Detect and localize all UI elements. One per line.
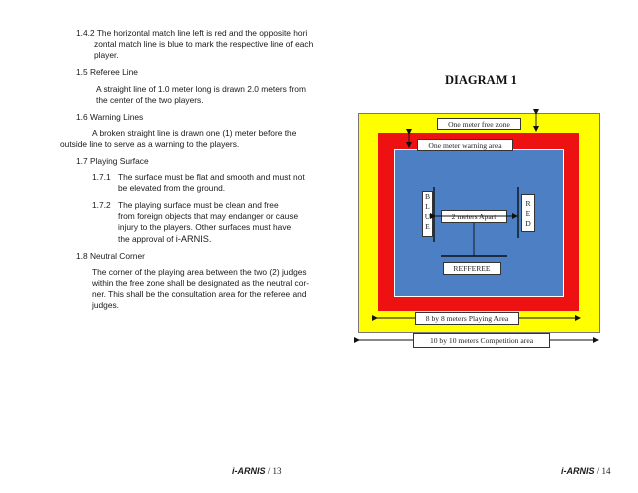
para-1-7-1-line1: The surface must be flat and smooth and … <box>118 172 305 182</box>
right-footer: i-ARNIS / 14 <box>561 466 611 476</box>
heading-1-8: 1.8 Neutral Corner <box>76 251 145 261</box>
red-letter-e: E <box>525 209 531 218</box>
heading-1-5: 1.5 Referee Line <box>76 67 138 77</box>
para-1-7-2-line3: injury to the players. Other surfaces mu… <box>118 222 292 232</box>
right-footer-brand: i-ARNIS <box>561 466 595 476</box>
red-player-label: R E D <box>521 194 535 232</box>
para-1-8-line2: within the free zone shall be designated… <box>92 278 309 288</box>
red-letter-d: D <box>525 219 531 228</box>
left-page: 1.4.2 The horizontal match line left is … <box>60 28 314 476</box>
blue-letter-l: L <box>425 202 430 211</box>
para-1-6-line1: A broken straight line is drawn one (1) … <box>92 128 297 138</box>
left-footer-brand: i-ARNIS <box>232 466 266 476</box>
heading-1-7: 1.7 Playing Surface <box>76 156 149 166</box>
right-footer-page: 14 <box>601 466 611 476</box>
referee-label: REFFEREE <box>443 262 501 275</box>
warning-area-label: One meter warning area <box>417 139 513 151</box>
para-1-7-1-line2: be elevated from the ground. <box>118 183 226 193</box>
red-letter-r: R <box>525 199 531 208</box>
para-1-6-line2: outside line to serve as a warning to th… <box>60 139 240 149</box>
para-1-7-2-line4: the approval of i-ARNIS. <box>118 234 211 245</box>
left-footer-sep: / <box>265 466 273 476</box>
para-1-8-line3: ner. This shall be the consultation area… <box>92 289 307 299</box>
para-1-5-line2: the center of the two players. <box>96 95 204 105</box>
para-1-5-line1: A straight line of 1.0 meter long is dra… <box>96 84 306 94</box>
para-1-7-2-line2: from foreign objects that may endanger o… <box>118 211 299 221</box>
blue-letter-e: E <box>425 222 430 231</box>
para-1-8-line4: judges. <box>92 300 120 310</box>
para-1-4-2-line1: 1.4.2 The horizontal match line left is … <box>76 28 308 38</box>
num-1-7-2: 1.7.2 <box>92 200 111 210</box>
right-footer-sep: / <box>594 466 602 476</box>
para-1-4-2-line2: zontal match line is blue to mark the re… <box>94 39 314 49</box>
diagram-title: DIAGRAM 1 <box>445 73 517 87</box>
competition-area-label: 10 by 10 meters Competition area <box>413 333 550 348</box>
para-1-8-line1: The corner of the playing area between t… <box>92 267 307 277</box>
blue-letter-b: B <box>424 192 431 201</box>
free-zone-label: One meter free zone <box>437 118 521 130</box>
num-1-7-1: 1.7.1 <box>92 172 111 182</box>
right-page: DIAGRAM 1 One meter free zone One meter … <box>319 0 638 493</box>
blue-letter-u: U <box>424 212 431 221</box>
para-1-7-2-line4-text: the approval of <box>118 234 174 244</box>
diagram-arrows <box>354 109 599 343</box>
brand-inline: i-ARNIS. <box>175 234 212 244</box>
left-footer: i-ARNIS / 13 <box>232 466 282 476</box>
playing-area-label: 8 by 8 meters Playing Area <box>415 312 519 325</box>
para-1-4-2-line3: player. <box>94 50 119 60</box>
heading-1-6: 1.6 Warning Lines <box>76 112 144 122</box>
para-1-7-2-line1: The playing surface must be clean and fr… <box>118 200 279 210</box>
left-footer-page: 13 <box>272 466 282 476</box>
